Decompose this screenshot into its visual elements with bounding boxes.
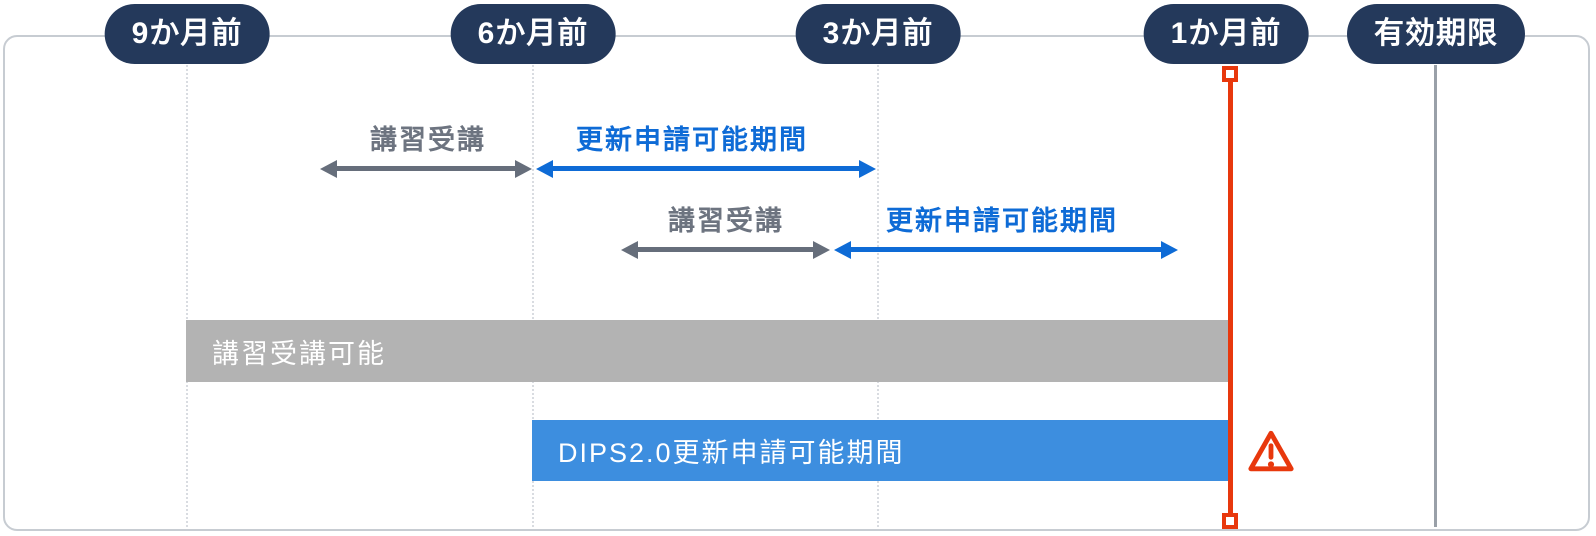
arrow-shaft <box>333 166 519 171</box>
guide-line-3-months <box>877 65 879 527</box>
arrow-shaft <box>847 247 1165 252</box>
row1-renewal-arrow <box>536 160 876 178</box>
training-available-bar: 講習受講可能 <box>186 320 1228 382</box>
guide-line-expiration <box>1434 65 1437 527</box>
timeline-marker-9-months: 9か月前 <box>104 4 270 64</box>
timeline-marker-6-months: 6か月前 <box>450 4 616 64</box>
arrow-shaft <box>549 166 863 171</box>
dips-renewal-period-bar: DIPS2.0更新申請可能期間 <box>532 420 1228 481</box>
timeline-marker-1-month: 1か月前 <box>1143 4 1309 64</box>
dips-renewal-period-bar-label: DIPS2.0更新申請可能期間 <box>558 438 905 468</box>
row1-renewal-label: 更新申請可能期間 <box>576 125 808 155</box>
deadline-line-bottom-marker <box>1222 513 1238 529</box>
timeline-marker-3-months: 3か月前 <box>795 4 961 64</box>
warning-triangle-icon <box>1246 428 1296 475</box>
row2-training-label: 講習受講 <box>668 206 784 236</box>
row2-training-arrow <box>621 241 830 259</box>
row1-training-arrow <box>320 160 532 178</box>
arrow-shaft <box>634 247 817 252</box>
row1-training-label: 講習受講 <box>370 125 486 155</box>
guide-line-9-months <box>186 65 188 527</box>
deadline-line-1-month <box>1228 72 1233 520</box>
training-available-bar-label: 講習受講可能 <box>212 338 386 369</box>
guide-line-6-months <box>532 65 534 527</box>
timeline-marker-expiration: 有効期限 <box>1347 4 1525 64</box>
deadline-line-top-marker <box>1222 66 1238 82</box>
row2-renewal-label: 更新申請可能期間 <box>886 206 1118 236</box>
row2-renewal-arrow <box>834 241 1178 259</box>
